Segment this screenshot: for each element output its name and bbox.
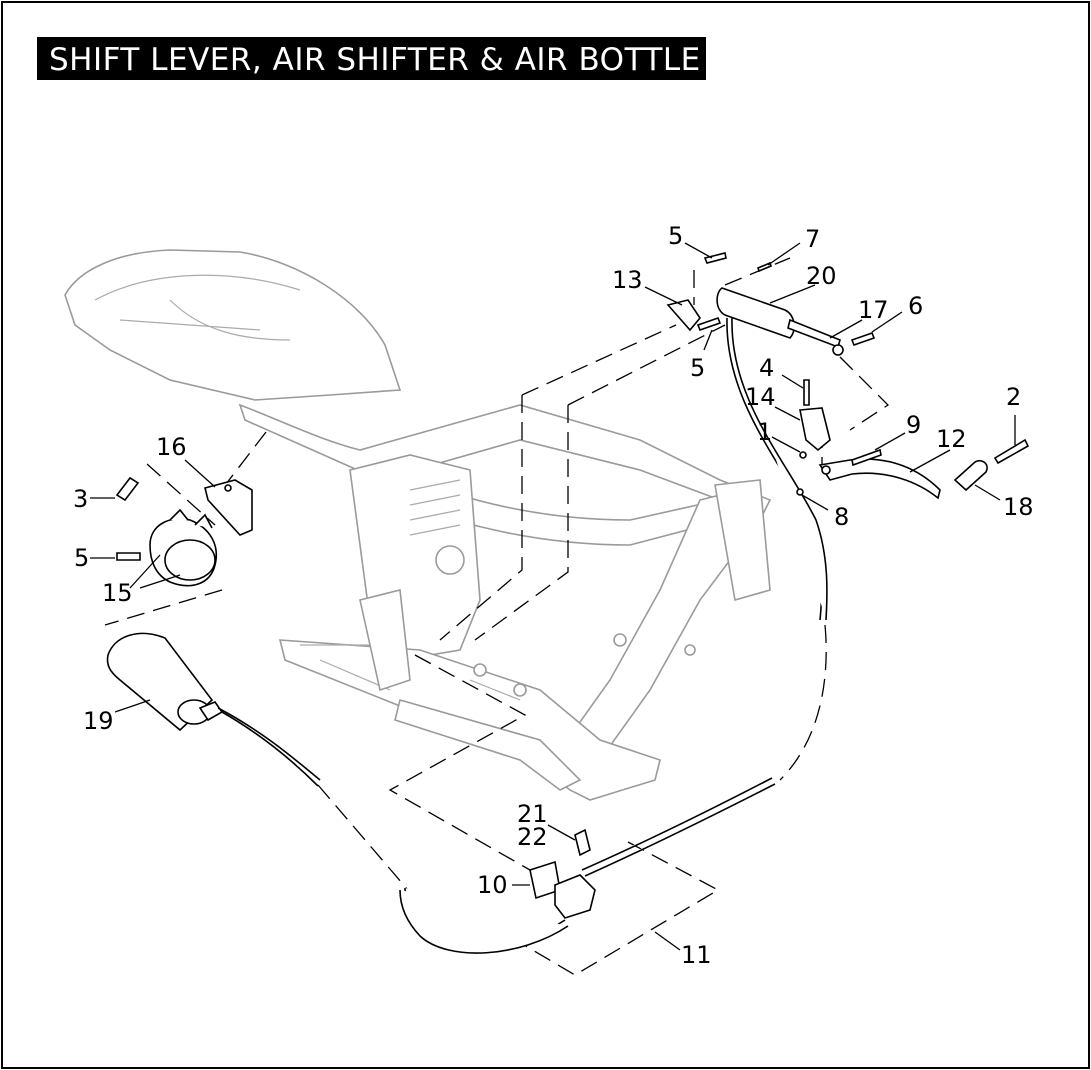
- callout-13: 13: [612, 266, 643, 294]
- callout-22: 22: [517, 823, 548, 851]
- callout-6: 6: [908, 292, 923, 320]
- bolt-2: [993, 438, 1030, 465]
- air-shifter-assembly: [666, 252, 876, 621]
- bottle-bracket: [204, 479, 253, 536]
- callout-17: 17: [858, 296, 889, 324]
- clevis-14: [799, 407, 831, 452]
- frame-top-rail: [238, 403, 772, 522]
- seat-fender: [64, 249, 402, 401]
- callout-8: 8: [834, 503, 849, 531]
- assembly-guide-lines: [104, 257, 890, 976]
- callout-18: 18: [1003, 493, 1034, 521]
- callout-7: 7: [805, 225, 820, 253]
- callout-12: 12: [936, 425, 967, 453]
- callout-9: 9: [906, 411, 921, 439]
- pin-7: [757, 261, 772, 273]
- callout-11: 11: [681, 941, 712, 969]
- callout-2: 2: [1006, 383, 1021, 411]
- callout-5-mid: 5: [690, 354, 705, 382]
- diagram-title: SHIFT LEVER, AIR SHIFTER & AIR BOTTLE: [49, 42, 701, 78]
- bolt-5-top: [703, 252, 727, 264]
- callout-15: 15: [102, 579, 133, 607]
- callout-3: 3: [73, 485, 88, 513]
- bolt-4: [803, 379, 810, 406]
- solenoid-valve: [554, 874, 596, 919]
- callout-numbers: 5 7 13 20 17 6 5 4 14 1 9 12 2 18 8 16 3…: [73, 222, 1034, 969]
- air-bottle-mount: [115, 476, 253, 587]
- leader-lines: [90, 242, 1016, 951]
- callout-1: 1: [757, 418, 772, 446]
- shift-lever-assembly: [796, 379, 1030, 500]
- callout-21: 21: [517, 800, 548, 828]
- callout-16: 16: [156, 433, 187, 461]
- shifter-bracket: [666, 299, 701, 332]
- callout-20: 20: [806, 262, 837, 290]
- bolt-6: [850, 331, 876, 347]
- screw-5-clamp: [116, 552, 141, 561]
- steering-head: [714, 479, 771, 602]
- air-line-upper: [581, 777, 773, 871]
- sensor-21-22: [574, 828, 591, 857]
- callout-19: 19: [83, 707, 114, 735]
- callout-5-left: 5: [74, 544, 89, 572]
- bolt-5-mid: [696, 316, 722, 332]
- peg-18: [953, 459, 988, 492]
- air-cylinder: [716, 287, 795, 339]
- callout-4: 4: [759, 354, 774, 382]
- motorcycle-frame: [64, 249, 772, 801]
- shift-lever: [818, 458, 941, 500]
- solenoid-valve-assembly: [399, 777, 776, 954]
- callout-5-top: 5: [668, 222, 683, 250]
- callout-10: 10: [477, 871, 508, 899]
- air-bottle: [106, 632, 321, 787]
- screw-3: [115, 476, 140, 502]
- callout-14: 14: [745, 383, 776, 411]
- pin-9: [851, 448, 882, 467]
- title-bar: SHIFT LEVER, AIR SHIFTER & AIR BOTTLE: [37, 37, 706, 80]
